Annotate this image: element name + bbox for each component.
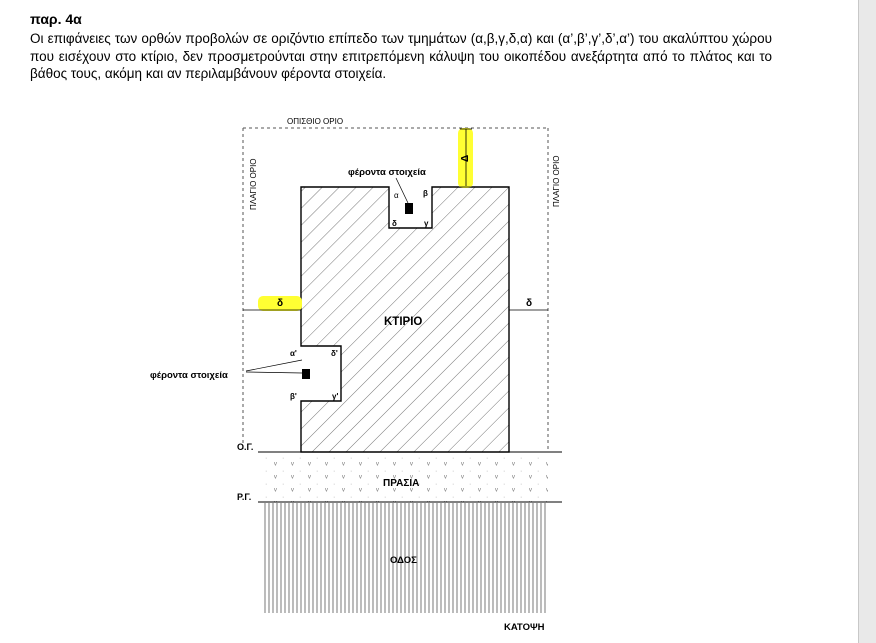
recess-top-c: γ <box>424 219 429 228</box>
plan-drawing: ᵥ · Ο <box>150 117 562 633</box>
recess-top-b: β <box>423 189 428 198</box>
setback-left-label: δ <box>277 298 283 309</box>
setback-right-label: δ <box>526 298 532 309</box>
setback-rear-label: Δ <box>460 155 471 162</box>
paragraph-text: Οι επιφάνειες των ορθών προβολών σε οριζ… <box>30 31 772 81</box>
leader-left-2 <box>245 371 303 374</box>
left-setback-highlight <box>258 296 302 311</box>
side-boundary-left-label: ΠΛΑΓΙΟ ΟΡΙΟ <box>249 158 258 210</box>
column-top <box>405 203 413 214</box>
leader-top <box>395 177 409 204</box>
recess-top-d: δ <box>392 219 397 228</box>
building-line-label: Ο.Γ. <box>237 442 253 452</box>
load-bearing-left-label: φέροντα στοιχεία <box>150 370 228 381</box>
load-bearing-top-label: φέροντα στοιχεία <box>348 167 426 178</box>
document-page: παρ. 4α Οι επιφάνειες των ορθών προβολών… <box>30 11 772 633</box>
street-line-label: Ρ.Γ. <box>237 492 251 502</box>
front-garden-area <box>262 453 548 502</box>
road-label: ΟΔΟΣ <box>390 555 417 566</box>
window-edge <box>858 0 876 643</box>
plan-view-label: ΚΑΤΟΨΗ <box>504 622 545 633</box>
recess-left-a: α' <box>290 349 297 358</box>
column-left <box>302 369 310 379</box>
recess-left-b: β' <box>290 392 297 401</box>
recess-left-d: δ' <box>331 349 338 358</box>
front-garden-label: ΠΡΑΣΙΑ <box>383 478 419 489</box>
building-label: ΚΤΙΡΙΟ <box>384 316 422 328</box>
leader-left-1 <box>245 359 303 372</box>
recess-top-a: α <box>394 191 399 200</box>
paragraph-heading: παρ. 4α <box>30 11 82 27</box>
rear-boundary-label: ΟΠΙΣΘΙΟ ΟΡΙΟ <box>287 117 343 126</box>
side-boundary-right-label: ΠΛΑΓΙΟ ΟΡΙΟ <box>552 155 561 207</box>
rear-setback-highlight <box>458 128 473 188</box>
road-area <box>262 503 548 613</box>
recess-left-c: γ' <box>332 392 338 401</box>
